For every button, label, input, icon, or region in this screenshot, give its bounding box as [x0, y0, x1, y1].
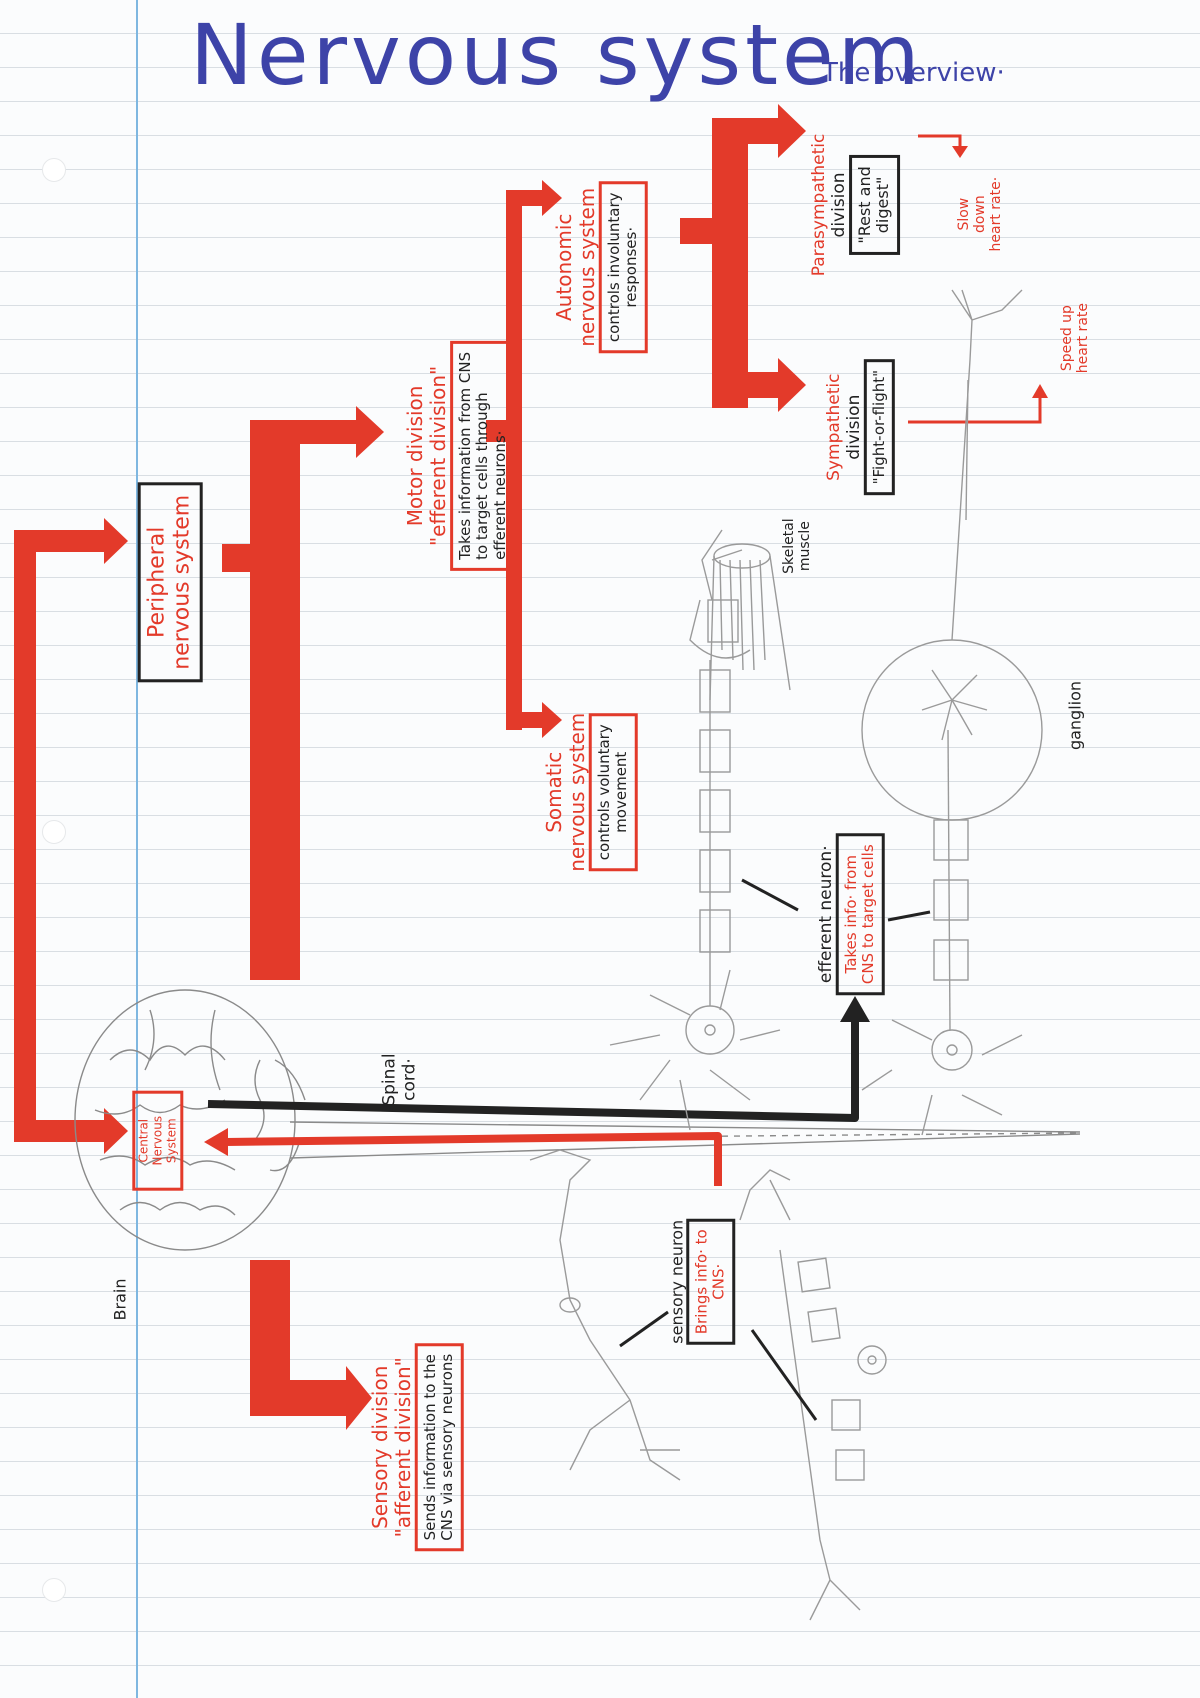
sensory-neuron-node: sensory neuron Brings info· to CNS· — [667, 1187, 735, 1377]
sensory-desc-1: Sends information to the — [420, 1354, 439, 1541]
parasympathetic-node: Parasympathetic division "Rest and diges… — [809, 95, 900, 315]
autonomic-title-1: Autonomic — [551, 213, 576, 321]
autonomic-title-2: nervous system — [574, 187, 599, 347]
somatic-neuron-sketch — [609, 529, 781, 1131]
somatic-title-2: nervous system — [564, 712, 589, 872]
para-box-2: digest" — [873, 176, 893, 234]
sensory-neuron-sketch-1 — [529, 1149, 681, 1481]
para-title-1: Parasympathetic — [809, 133, 830, 277]
pointer-sensory — [619, 1310, 669, 1348]
spinal-cord-line-2: cord· — [399, 1058, 419, 1101]
arrow-slow-heart — [918, 134, 962, 148]
efferent-path — [207, 1020, 859, 1122]
spinal-cord-label: Spinal cord· — [379, 1040, 419, 1120]
sensory-title-2: "afferent division" — [390, 1357, 415, 1538]
somatic-title-1: Somatic — [541, 751, 566, 833]
arrow-sensory-division — [250, 1260, 290, 1400]
motor-desc-3: efferent neurons· — [490, 430, 509, 560]
efferent-neuron-node: efferent neuron· Takes info· from CNS to… — [816, 784, 885, 1044]
sym-box-1: "Fight-or-flight" — [869, 369, 888, 485]
brain-sketch — [74, 989, 306, 1251]
sensory-title-1: Sensory division — [367, 1365, 392, 1529]
somatic-desc-1: controls voluntary — [594, 724, 613, 861]
autonomic-desc-1: controls involuntary — [604, 192, 623, 343]
motor-node: Motor division "efferent division" Takes… — [403, 296, 516, 616]
sensory-neuron-title: sensory neuron — [667, 1219, 687, 1344]
para-effect-3: heart rate· — [988, 176, 1005, 252]
ganglion-label: ganglion — [1065, 680, 1085, 751]
sensory-division-node: Sensory division "afferent division" Sen… — [367, 1277, 464, 1617]
motor-desc-2: to target cells through — [473, 392, 492, 560]
spinal-cord-line-1: Spinal — [379, 1053, 400, 1106]
motor-desc-1: Takes information from CNS — [456, 351, 475, 560]
para-title-2: division — [828, 172, 849, 238]
sym-effect-1: Speed up — [1058, 305, 1075, 372]
skeletal-muscle-sketch — [689, 543, 791, 701]
efferent-neuron-title: efferent neuron· — [815, 845, 836, 984]
motor-title-2: "efferent division" — [426, 365, 451, 547]
autonomic-neuron-sketch — [861, 289, 1043, 1136]
skeletal-muscle-label: Skeletal muscle — [781, 501, 813, 591]
pointer-efferent-2 — [887, 910, 931, 922]
skeletal-muscle-line-1: Skeletal — [780, 518, 797, 574]
sensory-box-2: CNS· — [709, 1263, 728, 1300]
cns-line-2: Nervous — [150, 1115, 165, 1166]
para-effect-1: Slow — [955, 197, 972, 231]
autonomic-desc-2: responses· — [622, 226, 640, 308]
brain-label: Brain — [110, 1278, 130, 1321]
sensory-desc-2: CNS via sensory neurons — [438, 1353, 456, 1541]
para-effect: Slow down heart rate· — [956, 164, 1004, 264]
arrow-speed-heart — [908, 396, 1042, 424]
sensory-path — [225, 1132, 722, 1186]
somatic-desc-2: movement — [612, 751, 630, 833]
pns-node: Peripheral nervous system — [137, 482, 203, 683]
punch-hole — [42, 1578, 66, 1602]
page-title: Nervous system — [190, 6, 924, 104]
cns-node: Central Nervous System — [132, 1090, 184, 1191]
efferent-box-1: Takes info· from — [841, 855, 860, 974]
para-box-1: "Rest and — [855, 166, 875, 244]
motor-shaft — [250, 420, 300, 980]
sym-effect: Speed up heart rate — [1059, 283, 1091, 393]
skeletal-muscle-line-2: muscle — [797, 521, 813, 572]
page-subtitle: The overview· — [822, 58, 1005, 88]
sensory-neuron-sketch-2 — [739, 1169, 887, 1621]
somatic-node: Somatic nervous system controls voluntar… — [541, 672, 638, 912]
pointer-sensory-2 — [750, 1329, 818, 1421]
autonomic-node: Autonomic nervous system controls involu… — [551, 147, 648, 387]
para-effect-2: down — [971, 195, 988, 234]
arrow-motor-to-branches — [486, 420, 510, 442]
punch-hole — [42, 158, 66, 182]
motor-title-1: Motor division — [403, 385, 428, 527]
sym-title-1: Sympathetic — [823, 373, 844, 481]
punch-hole — [42, 820, 66, 844]
sensory-box-1: Brings info· to — [692, 1229, 711, 1335]
margin-line — [136, 0, 138, 1698]
sym-effect-2: heart rate — [1075, 303, 1091, 374]
sympathetic-node: Sympathetic division "Fight-or-flight" — [823, 317, 896, 537]
efferent-box-2: CNS to target cells — [859, 844, 877, 985]
pns-line-2: nervous system — [170, 494, 195, 670]
cns-line-1: Central — [136, 1118, 151, 1163]
cns-line-3: System — [163, 1118, 178, 1164]
pointer-efferent — [741, 878, 799, 912]
arrow-cns-to-pns — [14, 530, 36, 1130]
sym-title-2: division — [843, 394, 864, 460]
pns-line-1: Peripheral — [144, 526, 170, 638]
spinal-cord-sketch — [289, 1121, 1081, 1159]
